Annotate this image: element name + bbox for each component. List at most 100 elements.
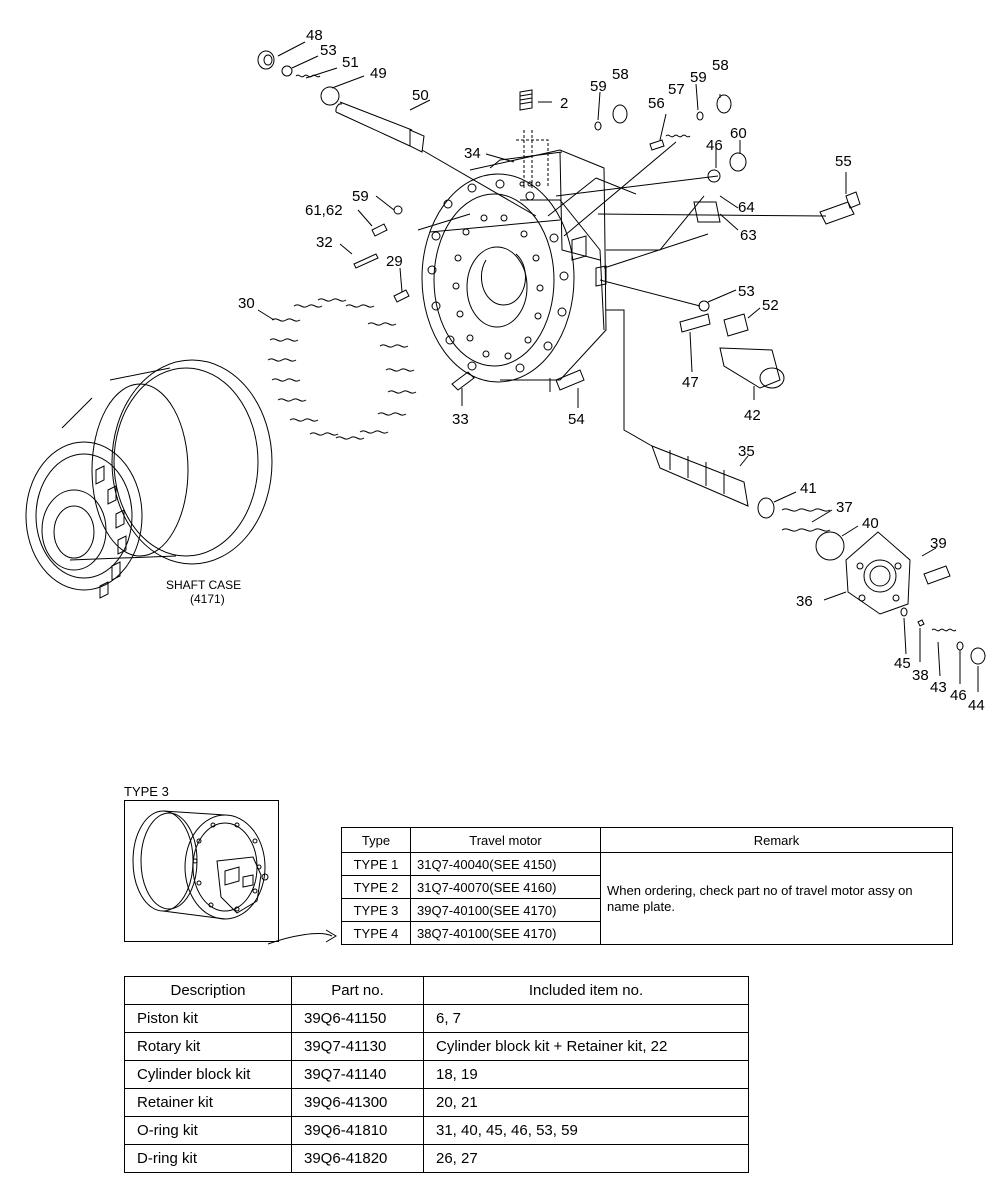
callout-51: 51 <box>342 54 359 71</box>
description-cell: Cylinder block kit <box>124 1060 292 1089</box>
callout-30: 30 <box>238 295 255 312</box>
top-left-parts <box>257 50 425 153</box>
callout-56: 56 <box>648 95 665 112</box>
shaft-case-label-line1: SHAFT CASE <box>166 578 241 592</box>
description-cell: O-ring kit <box>124 1116 292 1145</box>
included-items-cell: 20, 21 <box>423 1088 749 1117</box>
callout-41: 41 <box>800 480 817 497</box>
kit-table-header-description: Description <box>124 976 292 1005</box>
type-cell: TYPE 1 <box>341 852 411 876</box>
callout-48: 48 <box>306 27 323 44</box>
motor-cell: 39Q7-40100(SEE 4170) <box>410 898 601 922</box>
included-items-cell: 18, 19 <box>423 1060 749 1089</box>
callout-59-top: 59 <box>590 78 607 95</box>
callout-60: 60 <box>730 125 747 142</box>
callout-49: 49 <box>370 65 387 82</box>
description-cell: Piston kit <box>124 1004 292 1033</box>
part-no-cell: 39Q6-41150 <box>291 1004 424 1033</box>
callout-36: 36 <box>796 593 813 610</box>
kit-table-header-part-no: Part no. <box>291 976 424 1005</box>
spool-and-cover-assembly <box>651 445 986 665</box>
callout-61-62: 61,62 <box>305 202 343 219</box>
callout-34: 34 <box>464 145 481 162</box>
callout-64: 64 <box>738 199 755 216</box>
included-items-cell: 6, 7 <box>423 1004 749 1033</box>
callout-35: 35 <box>738 443 755 460</box>
table-row: TYPE 3 39Q7-40100(SEE 4170) <box>341 898 953 922</box>
motor-cell: 31Q7-40070(SEE 4160) <box>410 875 601 899</box>
callout-52: 52 <box>762 297 779 314</box>
part-no-cell: 39Q6-41810 <box>291 1116 424 1145</box>
callout-58-top: 58 <box>612 66 629 83</box>
type3-label: TYPE 3 <box>124 784 169 799</box>
motor-cell: 31Q7-40040(SEE 4150) <box>410 852 601 876</box>
table-row: Rotary kit 39Q7-41130 Cylinder block kit… <box>124 1032 749 1061</box>
type-cell: TYPE 3 <box>341 898 411 922</box>
type-cell: TYPE 4 <box>341 921 411 945</box>
shaft-case-label-line2: (4171) <box>190 592 225 606</box>
callout-39: 39 <box>930 535 947 552</box>
callout-38: 38 <box>912 667 929 684</box>
callout-57: 57 <box>668 81 685 98</box>
callout-40: 40 <box>862 515 879 532</box>
included-items-cell: 31, 40, 45, 46, 53, 59 <box>423 1116 749 1145</box>
leader-lines <box>257 41 979 945</box>
callout-43: 43 <box>930 679 947 696</box>
callout-53: 53 <box>320 42 337 59</box>
callout-labels: 48 53 51 49 50 2 59 58 56 57 59 58 60 46… <box>238 27 985 714</box>
travel-motor-type-table: Type Travel motor Remark TYPE 1 31Q7-400… <box>341 827 953 945</box>
included-items-cell: 26, 27 <box>423 1144 749 1173</box>
callout-58-right: 58 <box>712 57 729 74</box>
callout-55: 55 <box>835 153 852 170</box>
shaft-case-drawing <box>25 359 273 599</box>
remark-cell: When ordering, check part no of travel m… <box>600 852 953 945</box>
callout-59-right: 59 <box>690 69 707 86</box>
table-row: TYPE 1 31Q7-40040(SEE 4150) When orderin… <box>341 852 953 945</box>
type3-thumbnail <box>124 800 279 942</box>
type-table-header-motor: Travel motor <box>410 827 601 853</box>
description-cell: Rotary kit <box>124 1032 292 1061</box>
callout-2: 2 <box>560 95 568 112</box>
callout-33: 33 <box>452 411 469 428</box>
table-row: TYPE 4 38Q7-40100(SEE 4170) <box>341 921 953 945</box>
callout-29: 29 <box>386 253 403 270</box>
included-items-cell: Cylinder block kit + Retainer kit, 22 <box>423 1032 749 1061</box>
part-no-cell: 39Q6-41300 <box>291 1088 424 1117</box>
table-row: Cylinder block kit 39Q7-41140 18, 19 <box>124 1060 749 1089</box>
callout-59-left: 59 <box>352 188 369 205</box>
left-small-parts <box>353 205 475 391</box>
callout-50: 50 <box>412 87 429 104</box>
table-row: Piston kit 39Q6-41150 6, 7 <box>124 1004 749 1033</box>
callout-32: 32 <box>316 234 333 251</box>
part-no-cell: 39Q7-41130 <box>291 1032 424 1061</box>
callout-54: 54 <box>568 411 585 428</box>
kit-table-header-items: Included item no. <box>423 976 749 1005</box>
description-cell: Retainer kit <box>124 1088 292 1117</box>
table-row: D-ring kit 39Q6-41820 26, 27 <box>124 1144 749 1173</box>
callout-45: 45 <box>894 655 911 672</box>
right-middle-parts <box>555 300 785 391</box>
kit-table-header: Description Part no. Included item no. <box>124 976 749 1005</box>
travel-motor-thumbnail-image <box>132 810 269 920</box>
table-row: O-ring kit 39Q6-41810 31, 40, 45, 46, 53… <box>124 1116 749 1145</box>
part-no-cell: 39Q7-41140 <box>291 1060 424 1089</box>
kit-parts-table: Description Part no. Included item no. P… <box>124 976 749 1173</box>
type-table-header-type: Type <box>341 827 411 853</box>
callout-63: 63 <box>740 227 757 244</box>
callout-44: 44 <box>968 697 985 714</box>
type-cell: TYPE 2 <box>341 875 411 899</box>
callout-53-mid: 53 <box>738 283 755 300</box>
callout-46-top: 46 <box>706 137 723 154</box>
spring-set-30 <box>267 298 417 440</box>
part-no-cell: 39Q6-41820 <box>291 1144 424 1173</box>
type-table-header: Type Travel motor Remark <box>341 827 953 853</box>
callout-46-bottom: 46 <box>950 687 967 704</box>
description-cell: D-ring kit <box>124 1144 292 1173</box>
callout-42: 42 <box>744 407 761 424</box>
motor-cell: 38Q7-40100(SEE 4170) <box>410 921 601 945</box>
valve-body-flange <box>421 130 607 383</box>
callout-37: 37 <box>836 499 853 516</box>
top-right-parts <box>519 89 861 225</box>
type-table-header-remark: Remark <box>600 827 953 853</box>
